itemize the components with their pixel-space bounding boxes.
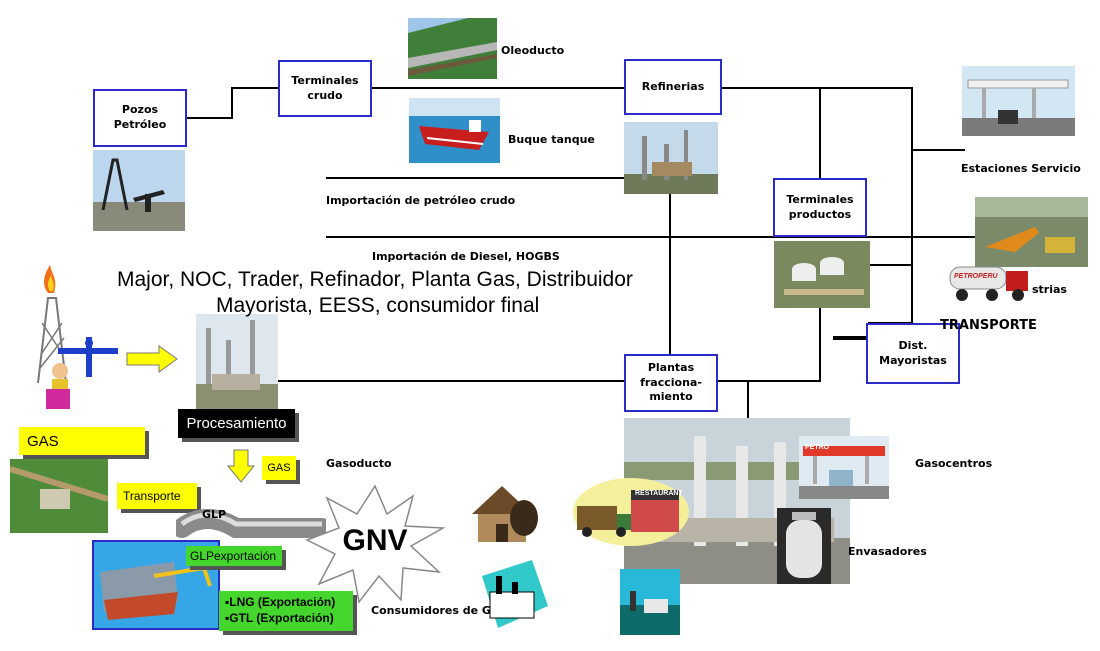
house-illustration <box>462 478 542 548</box>
gas-small-callout: GAS <box>262 456 296 480</box>
node-plantas-fraccionamiento[interactable]: Plantas fracciona- miento <box>624 354 718 412</box>
refineria-photo <box>624 122 718 194</box>
gnv-starburst: GNV <box>305 484 445 604</box>
label-buque-tanque: Buque tanque <box>508 133 595 146</box>
label-import-crudo: Importación de petróleo crudo <box>326 194 516 207</box>
node-terminales-crudo[interactable]: Terminales crudo <box>278 60 372 117</box>
line-plantas-terminales <box>718 308 821 382</box>
node-refinerias[interactable]: Refinerias <box>624 59 722 115</box>
arrow-right-icon <box>125 344 180 374</box>
label-gasoducto: Gasoducto <box>326 457 392 470</box>
label-envasadores: Envasadores <box>848 545 927 558</box>
factory-illustration <box>620 569 680 635</box>
industrias-photo <box>975 197 1088 267</box>
fuel-truck-illustration: PETROPERU <box>948 263 1030 303</box>
transporte-callout: Transporte <box>117 483 197 509</box>
pozos-photo <box>93 150 185 231</box>
gasocentro-brand: PETRO <box>805 444 830 451</box>
store-sign: RESTAURANT <box>635 490 683 497</box>
actors-line-1: Major, NOC, Trader, Refinador, Planta Ga… <box>117 268 633 291</box>
buque-tanque-photo <box>409 98 500 163</box>
gas-well-illustration <box>18 263 118 418</box>
envasador-cylinder <box>777 508 831 584</box>
procesamiento-photo <box>196 314 278 409</box>
lng-export-item: ▪LNG (Exportación) <box>225 595 336 609</box>
oleoducto-photo <box>408 18 497 79</box>
node-pozos-petroleo[interactable]: Pozos Petróleo <box>93 89 187 147</box>
estacion-servicio-photo <box>962 66 1075 136</box>
arrow-down-icon <box>226 448 256 484</box>
label-transporte: TRANSPORTE <box>940 318 1037 333</box>
gas-callout: GAS <box>19 427 145 455</box>
gnv-label: GNV <box>342 524 408 557</box>
label-industrias: strias <box>1032 283 1067 296</box>
node-dist-mayoristas[interactable]: Dist. Mayoristas <box>866 323 960 384</box>
lng-gtl-callout: ▪LNG (Exportación) ▪GTL (Exportación) <box>219 591 353 631</box>
label-consumidores: Consumidores de G <box>371 604 491 617</box>
truck-brand: PETROPERU <box>954 273 998 280</box>
actors-line-2: Mayorista, EESS, consumidor final <box>216 294 540 317</box>
label-oleoducto: Oleoducto <box>501 44 565 57</box>
pipeline-illustration: GLP <box>176 500 326 552</box>
industry-consumer-illustration <box>472 556 552 636</box>
label-estaciones-servicio: Estaciones Servicio <box>961 162 1081 175</box>
glp-export-callout: GLPexportación <box>186 546 282 566</box>
gtl-export-item: ▪GTL (Exportación) <box>225 611 334 625</box>
label-gasocentros: Gasocentros <box>915 457 993 470</box>
terminales-productos-photo <box>774 241 870 308</box>
line-pozos-terminales <box>187 87 278 119</box>
node-terminales-productos[interactable]: Terminales productos <box>773 178 867 237</box>
store-truck-illustration: RESTAURANT <box>573 476 689 546</box>
procesamiento-callout: Procesamiento <box>178 409 295 438</box>
gasocentro-photo: PETRO <box>799 436 889 499</box>
label-import-diesel: Importación de Diesel, HOGBS <box>372 250 560 263</box>
gas-field-photo <box>10 459 108 533</box>
pipeline-glp-label: GLP <box>202 508 227 521</box>
